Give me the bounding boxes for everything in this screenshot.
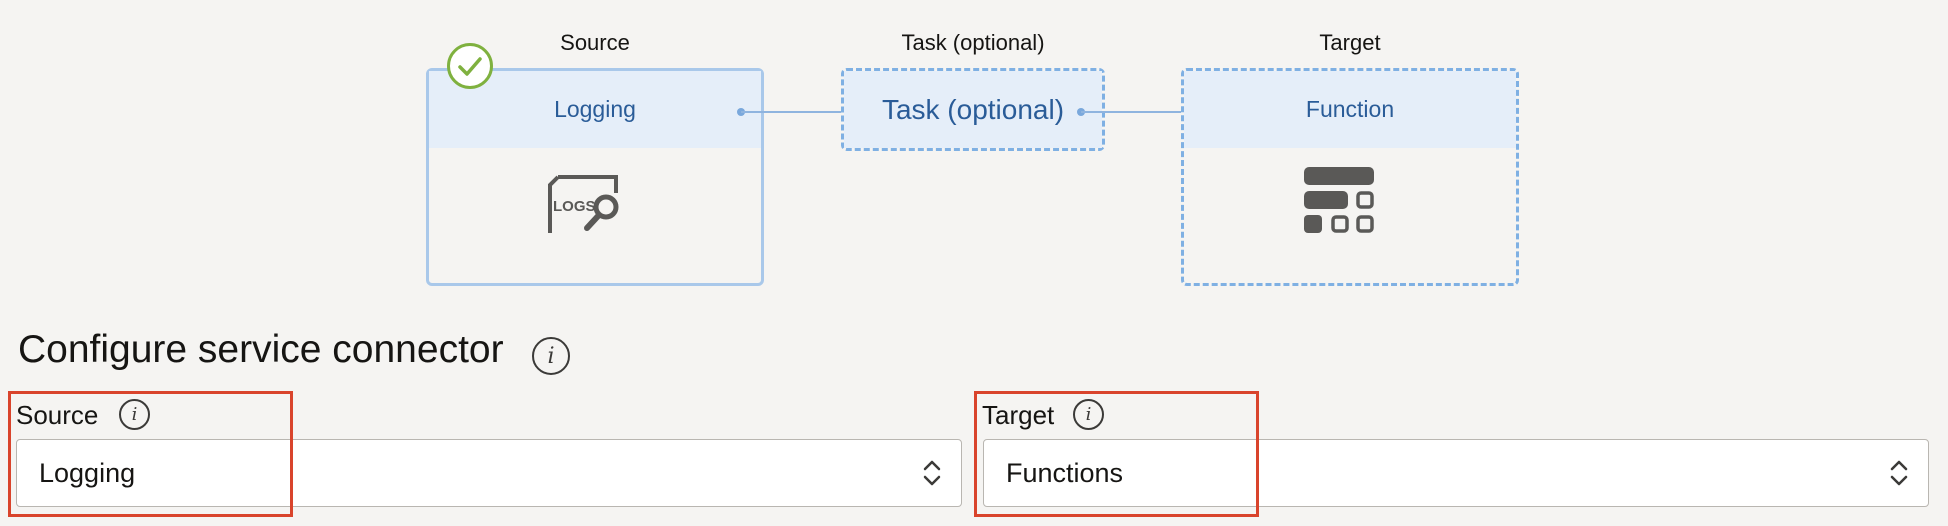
task-card[interactable]: Task (optional) — [841, 68, 1105, 151]
target-select-value: Functions — [1006, 457, 1124, 488]
select-chevron-icon — [923, 460, 941, 486]
source-stage-label: Source — [560, 30, 630, 55]
source-card-title: Logging — [429, 71, 761, 148]
connector-line — [741, 111, 865, 113]
target-select[interactable]: Functions — [983, 439, 1929, 507]
source-info-icon[interactable]: i — [119, 399, 150, 430]
target-stage-label: Target — [1319, 30, 1381, 55]
source-complete-check-icon — [447, 43, 493, 89]
source-select[interactable]: Logging — [16, 439, 962, 507]
connector-line — [1081, 111, 1205, 113]
title-info-icon[interactable]: i — [532, 337, 570, 375]
source-highlight-box — [8, 391, 293, 517]
select-chevron-icon — [1890, 460, 1908, 486]
svg-text:LOGS: LOGS — [553, 198, 596, 215]
function-blocks-icon — [1304, 167, 1374, 233]
logs-search-icon: LOGS — [548, 175, 619, 233]
target-info-icon[interactable]: i — [1073, 399, 1104, 430]
section-title: Configure service connector — [18, 328, 504, 371]
target-card-title: Function — [1184, 71, 1516, 148]
source-card[interactable]: Logging LOGS — [426, 68, 764, 286]
task-stage-label: Task (optional) — [901, 30, 1045, 55]
source-field-label: Source — [16, 400, 99, 430]
source-select-value: Logging — [39, 457, 136, 488]
task-card-title: Task (optional) — [844, 71, 1102, 148]
target-highlight-box — [974, 391, 1259, 517]
target-card[interactable]: Function — [1181, 68, 1519, 286]
target-field-label: Target — [982, 400, 1055, 430]
